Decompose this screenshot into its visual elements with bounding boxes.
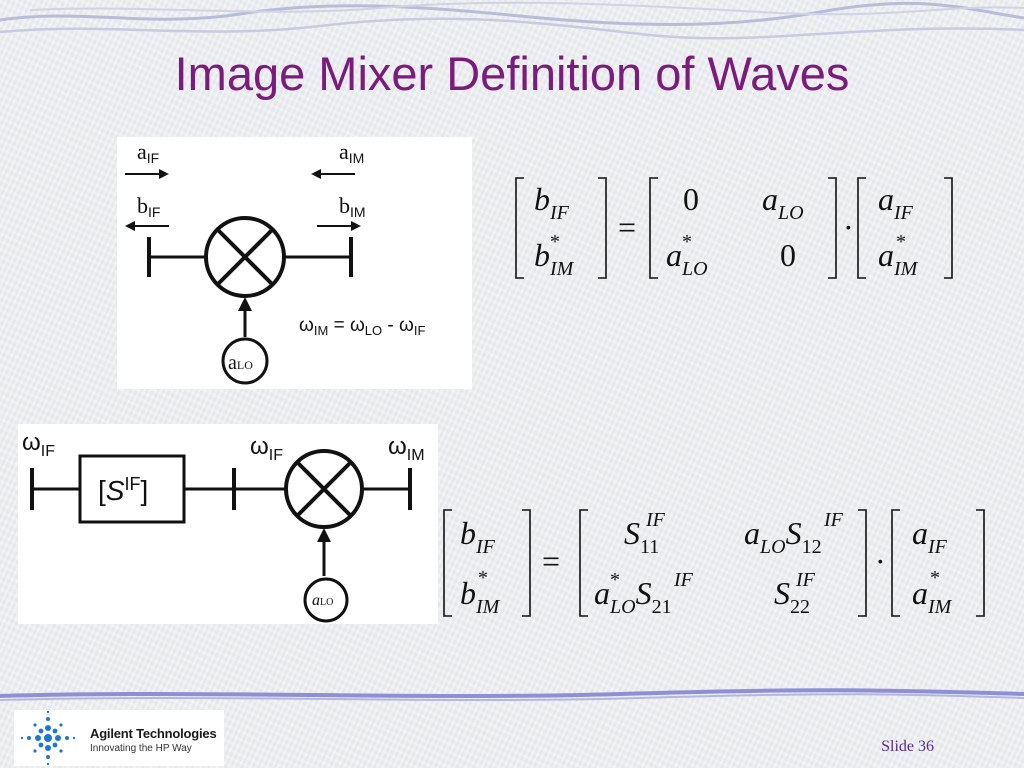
a-im-label: aIM	[339, 139, 364, 166]
svg-text:aIM: aIM	[339, 139, 364, 166]
eq1-dot: ·	[843, 209, 854, 245]
eq1-m21-star: *	[682, 231, 692, 253]
eq2-m22: S22	[774, 575, 810, 618]
svg-text:aLO: aLO	[228, 352, 253, 374]
mixer-diagram-top: aIF bIF aIM bIM aLO	[117, 137, 472, 389]
eq2-dot: ·	[875, 543, 886, 579]
eq2-rhs-2-star: *	[930, 567, 940, 589]
eq1-rhs-2-star: *	[896, 231, 906, 253]
spark-icon	[20, 710, 76, 766]
a-if-label: aIF	[137, 139, 159, 166]
eq2-m21: aLOS21	[594, 575, 672, 618]
eq1-m12: aLO	[762, 181, 804, 224]
eq2-m12-sup: IF	[823, 509, 844, 531]
mixer-diagram-bottom: ωIF ωIF ωIM [SIF] aLO	[18, 424, 438, 624]
eq1-lhs-2: bIM	[534, 237, 575, 280]
eq2-m21-sup: IF	[673, 569, 694, 591]
b-if-label: bIF	[137, 193, 160, 220]
svg-text:bIM: bIM	[339, 193, 366, 220]
slide-title: Image Mixer Definition of Waves	[174, 47, 850, 100]
company-tagline: Innovating the HP Way	[90, 743, 192, 754]
svg-text:ωIM = ωLO - ωIF: ωIM = ωLO - ωIF	[299, 315, 425, 338]
omega-if-left: ωIF	[22, 429, 55, 460]
eq2-lhs-1: bIF	[460, 515, 496, 558]
eq2-m21-star: *	[610, 569, 620, 591]
s-if-block	[78, 454, 186, 524]
eq1-rhs-1: aIF	[878, 181, 914, 224]
equation-top: bIF bIM * = 0 aLO aLO * 0 · aIF aIM *	[510, 168, 960, 288]
eq1-m11: 0	[683, 181, 699, 217]
eq1-rhs-2: aIM	[878, 237, 919, 280]
s-if-label: [SIF]	[98, 474, 148, 506]
eq2-lhs-2: bIM	[460, 575, 501, 618]
mixer-symbol	[204, 216, 286, 298]
company-name: Agilent Technologies	[90, 726, 217, 741]
eq2-m12: aLOS12	[744, 515, 822, 558]
top-decoration	[0, 1, 1024, 40]
eq1-lhs-2-star: *	[550, 231, 560, 253]
lo-source: aLO	[221, 337, 269, 385]
slide-number: Slide 36	[881, 738, 934, 755]
omega-if-mid: ωIF	[250, 433, 283, 464]
bottom-decoration	[0, 688, 1024, 701]
eq2-m11-sup: IF	[645, 509, 666, 531]
eq1-equals: =	[618, 209, 636, 245]
eq1-m21: aLO	[666, 237, 708, 280]
agilent-logo	[14, 710, 224, 766]
eq2-m22-sup: IF	[795, 569, 816, 591]
mixer-symbol-2	[284, 449, 364, 529]
svg-text:aLO: aLO	[312, 592, 333, 609]
eq2-rhs-2: aIM	[912, 575, 953, 618]
frequency-relation: ωIM = ωLO - ωIF	[299, 315, 425, 338]
eq2-rhs-1: aIF	[912, 515, 948, 558]
equation-bottom: bIF bIM * = S11 IF aLOS12 IF aLOS21 * IF…	[438, 500, 994, 626]
eq2-brackets	[443, 509, 985, 617]
b-im-label: bIM	[339, 193, 366, 220]
svg-text:aIF: aIF	[137, 139, 159, 166]
eq2-lhs-2-star: *	[478, 567, 488, 589]
eq2-m11: S11	[624, 515, 659, 558]
eq1-lhs-1: bIF	[534, 181, 570, 224]
eq2-equals: =	[542, 543, 560, 579]
eq1-brackets	[515, 177, 953, 279]
eq1-m22: 0	[780, 237, 796, 273]
svg-text:bIF: bIF	[137, 193, 160, 220]
omega-im: ωIM	[388, 433, 425, 464]
lo-source-2: aLO	[303, 577, 349, 623]
